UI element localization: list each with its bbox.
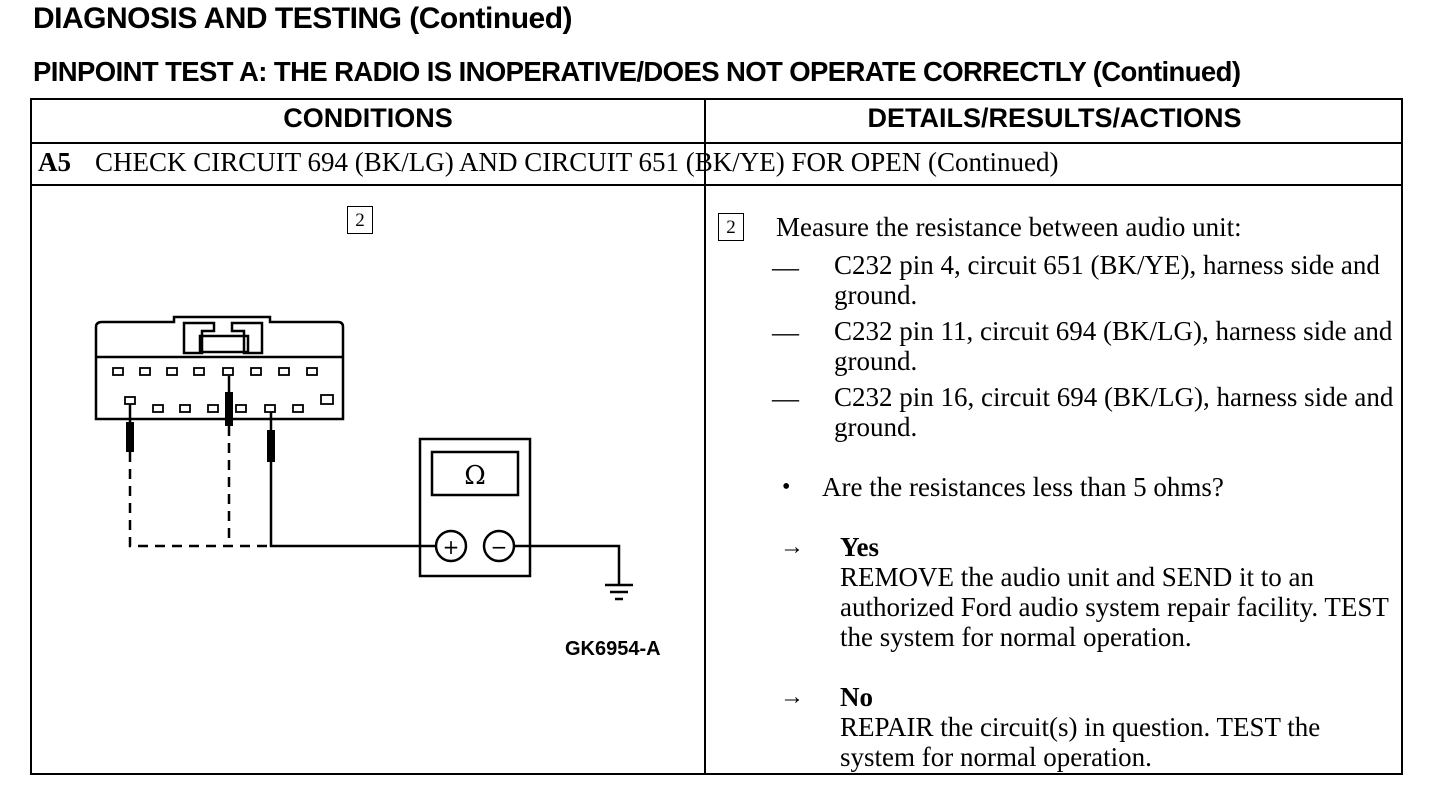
yes-arrow-icon: → (780, 534, 804, 560)
list-item: C232 pin 4, circuit 651 (BK/YE), harness… (834, 250, 1380, 310)
list-dash: — (772, 252, 799, 282)
column-divider (704, 98, 706, 775)
page-title: DIAGNOSIS AND TESTING (Continued) (33, 2, 573, 35)
step-divider (30, 184, 1403, 186)
connector-body (94, 315, 345, 421)
list-item: C232 pin 16, circuit 694 (BK/LG), harnes… (834, 382, 1394, 442)
connector-meter-diagram: Ω + − (94, 315, 633, 601)
measure-instruction: Measure the resistance between audio uni… (776, 212, 1242, 242)
minus-terminal: − (491, 535, 508, 559)
pinpoint-test-title: PINPOINT TEST A: THE RADIO IS INOPERATIV… (33, 56, 1241, 87)
list-item: C232 pin 11, circuit 694 (BK/LG), harnes… (834, 316, 1393, 376)
test-probes (126, 392, 275, 462)
plus-terminal: + (443, 535, 460, 559)
lock-tab-left (182, 321, 216, 355)
conditions-substep-box: 2 (347, 206, 373, 234)
lock-tab-right (230, 321, 264, 355)
step-id: A5 (38, 147, 71, 177)
test-table (30, 98, 1403, 775)
yes-label: Yes (840, 532, 879, 562)
pin-row-top (112, 367, 334, 413)
header-divider (30, 142, 1403, 144)
ohmmeter (418, 437, 621, 584)
question-bullet: • (782, 474, 791, 500)
ohm-symbol: Ω (464, 461, 486, 491)
conditions-column-header: CONDITIONS (283, 103, 453, 133)
ground-icon (605, 583, 633, 601)
solid-lead (269, 462, 436, 548)
yes-action: REMOVE the audio unit and SEND it to an … (840, 562, 1389, 652)
details-column-header: DETAILS/RESULTS/ACTIONS (867, 103, 1242, 133)
details-substep-box: 2 (718, 213, 744, 241)
dashed-leads (128, 426, 271, 548)
list-dash: — (772, 383, 799, 413)
list-dash: — (772, 317, 799, 347)
no-action: REPAIR the circuit(s) in question. TEST … (840, 712, 1321, 772)
no-label: No (840, 682, 873, 712)
step-title: CHECK CIRCUIT 694 (BK/LG) AND CIRCUIT 65… (95, 147, 1059, 177)
no-arrow-icon: → (780, 684, 804, 710)
question-text: Are the resistances less than 5 ohms? (822, 472, 1224, 502)
step-row: A5 CHECK CIRCUIT 694 (BK/LG) AND CIRCUIT … (38, 147, 1059, 178)
figure-id: GK6954-A (565, 638, 661, 660)
lock-tab-center (198, 334, 250, 354)
